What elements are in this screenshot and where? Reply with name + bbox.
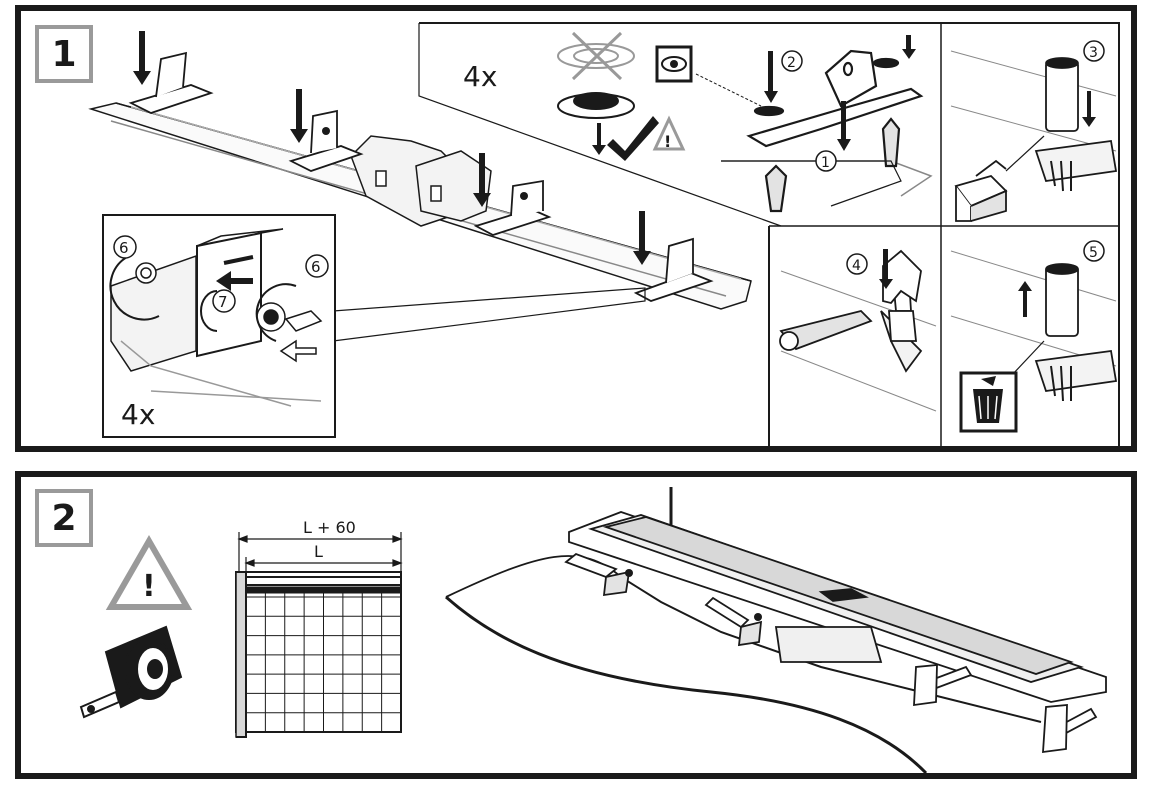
callout-6b-text: 6	[311, 258, 321, 276]
repeat-count-inset: 4x	[121, 398, 155, 431]
warning-triangle-icon	[652, 115, 686, 151]
callout-4	[846, 253, 868, 275]
step-number-box: 2	[35, 489, 93, 547]
step-1-illustration: ! 2 1	[88, 22, 1120, 446]
step-2-panel: 2 !	[15, 471, 1137, 779]
callout-6a	[113, 235, 137, 259]
bracket-group	[128, 51, 714, 302]
callout-7-text: 7	[218, 293, 228, 311]
callout-5	[1083, 240, 1105, 262]
svg-text:!: !	[142, 569, 156, 604]
dimension-outer-label: L + 60	[303, 518, 356, 537]
drain-channel-assembly	[445, 487, 1107, 773]
step-number: 1	[51, 33, 77, 75]
callout-1-text: 1	[821, 155, 830, 171]
callout-1	[815, 150, 837, 172]
step-number: 2	[51, 497, 77, 539]
drain-body	[350, 135, 492, 227]
step-number-box: 1	[35, 25, 93, 83]
callout-3-text: 3	[1089, 45, 1098, 61]
tape-measure-icon	[79, 625, 183, 719]
callout-5-text: 5	[1089, 245, 1098, 261]
grid-lines	[246, 593, 401, 732]
cap-discard-detail	[950, 250, 1118, 402]
down-arrows	[133, 31, 651, 265]
hammer-detail	[779, 249, 937, 412]
callout-7	[212, 289, 236, 313]
callout-3	[1083, 40, 1105, 62]
callout-2	[781, 50, 803, 72]
step-2-illustration: ! L + 60 L	[79, 487, 1107, 773]
dimension-lines	[237, 532, 403, 602]
callout-6a-text: 6	[119, 239, 129, 257]
svg-text:!: !	[664, 132, 671, 151]
washer-symbols	[557, 31, 635, 119]
warning-triangle-icon	[105, 534, 193, 610]
channel-feet	[564, 552, 1098, 754]
callout-4-text: 4	[852, 258, 861, 274]
callout-6b	[305, 254, 329, 278]
callout-2-text: 2	[787, 55, 796, 71]
tile-grid	[235, 571, 402, 738]
step-1-panel: 1	[15, 5, 1137, 452]
repeat-count-top: 4x	[463, 60, 497, 93]
dimension-inner-label: L	[314, 542, 323, 561]
bracket-anchor-detail	[721, 49, 933, 213]
cap-remove-detail	[950, 50, 1118, 222]
mounting-inset	[419, 22, 1120, 446]
